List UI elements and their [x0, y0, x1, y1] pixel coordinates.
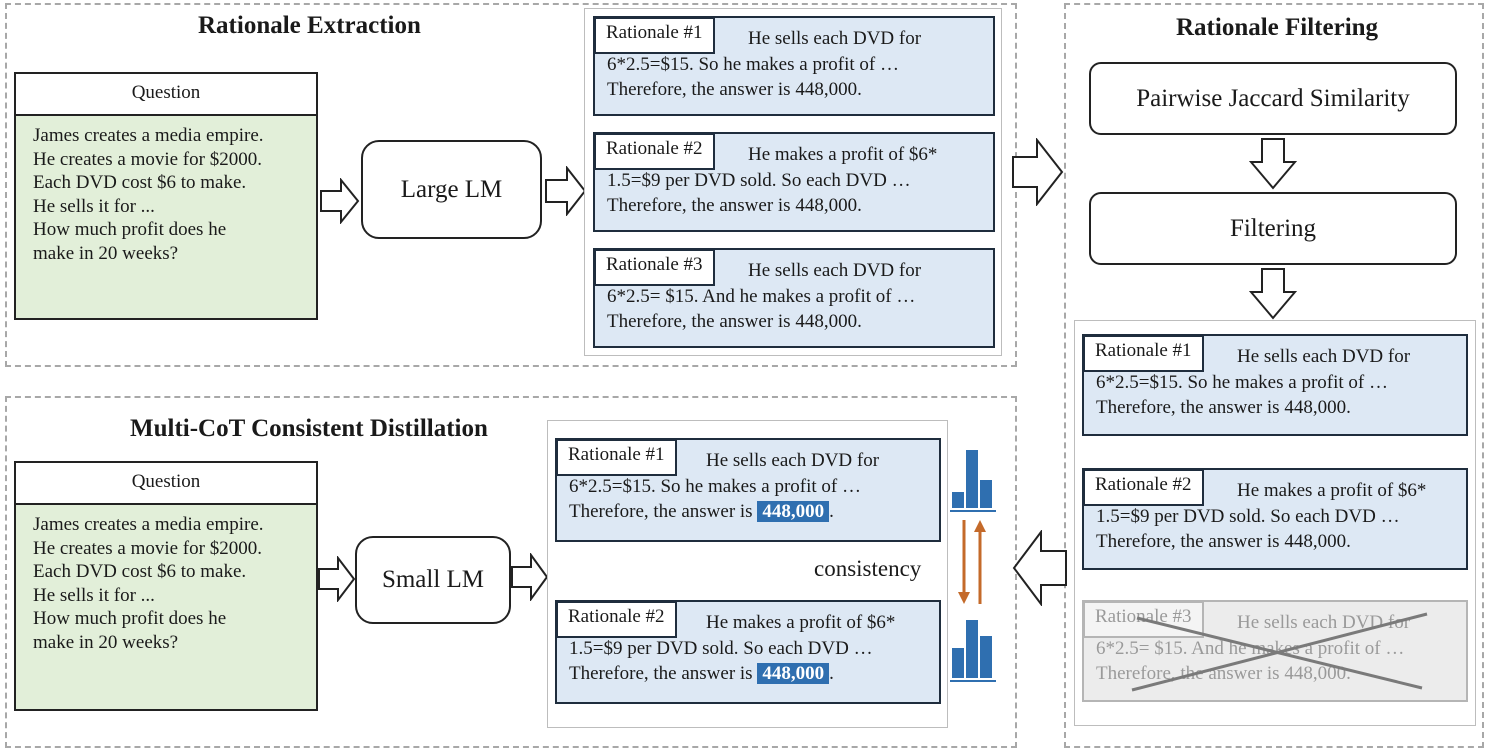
rationale-label: Rationale #1: [556, 439, 677, 476]
question-line: He creates a movie for $2000.: [33, 537, 262, 559]
rationale-line: 1.5=$9 per DVD sold. So each DVD …: [1096, 506, 1400, 527]
rationale-line: Therefore, the answer is 448,000.: [1096, 531, 1351, 552]
rationale-label: Rationale #2: [594, 133, 715, 170]
distribution-chart-icon: [950, 448, 1000, 514]
arrow-right-icon: [1012, 138, 1064, 206]
rationale-line: He sells each DVD for: [748, 260, 922, 281]
arrow-down-icon: [1249, 138, 1297, 190]
extraction-title: Rationale Extraction: [198, 12, 421, 39]
arrow-left-icon: [1012, 530, 1067, 606]
question-line: He sells it for ...: [33, 195, 155, 217]
rationale-line: 1.5=$9 per DVD sold. So each DVD …: [569, 638, 873, 659]
rationale-label: Rationale #1: [1083, 335, 1204, 372]
rationale-line: 6*2.5=$15. So he makes a profit of …: [607, 54, 899, 75]
rationale-line: 1.5=$9 per DVD sold. So each DVD …: [607, 170, 911, 191]
extracted-rationale-2: Rationale #2 He makes a profit of $6* 1.…: [593, 132, 995, 232]
answer-prefix: Therefore, the answer is: [569, 663, 758, 684]
rationale-filtering-section: [1064, 3, 1484, 748]
question-line: make in 20 weeks?: [33, 242, 179, 264]
arrow-right-icon: [318, 556, 356, 602]
distilled-rationale-1: Rationale #1 He sells each DVD for 6*2.5…: [555, 438, 941, 542]
rationale-line: He sells each DVD for: [1237, 346, 1411, 367]
rationale-label: Rationale #2: [556, 601, 677, 638]
consistency-arrows-icon: [958, 520, 986, 604]
question-line: He creates a movie for $2000.: [33, 148, 262, 170]
rationale-label: Rationale #2: [1083, 469, 1204, 506]
answer-suffix: .: [829, 663, 834, 684]
small-lm-box: Small LM: [355, 536, 511, 624]
extracted-rationale-3: Rationale #3 He sells each DVD for 6*2.5…: [593, 248, 995, 348]
rationale-answer-line: Therefore, the answer is 448,000.: [569, 501, 834, 523]
rationale-line: Therefore, the answer is 448,000.: [1096, 663, 1351, 684]
rationale-line: He sells each DVD for: [1237, 612, 1411, 633]
rationale-label: Rationale #1: [594, 17, 715, 54]
distribution-chart-icon: [950, 618, 1000, 684]
cross-out-icon: [1131, 612, 1428, 692]
jaccard-similarity-box: Pairwise Jaccard Similarity: [1089, 62, 1457, 135]
distribution-bar: [966, 450, 978, 508]
question-box-top: Question James creates a media empire. H…: [14, 72, 318, 320]
rationale-line: He makes a profit of $6*: [748, 144, 938, 165]
distillation-title: Multi-CoT Consistent Distillation: [130, 415, 488, 442]
answer-highlight: 448,000: [757, 501, 830, 522]
rationale-line: Therefore, the answer is 448,000.: [607, 195, 862, 216]
question-line: James creates a media empire.: [33, 514, 264, 535]
arrow-down-icon: [1249, 268, 1297, 320]
question-box-bottom: Question James creates a media empire. H…: [14, 461, 318, 711]
rationale-line: He makes a profit of $6*: [1237, 480, 1427, 501]
question-line: He sells it for ...: [33, 584, 155, 606]
question-line: make in 20 weeks?: [33, 631, 179, 653]
distilled-rationale-2: Rationale #2 He makes a profit of $6* 1.…: [555, 600, 941, 704]
question-text: James creates a media empire. He creates…: [33, 513, 264, 654]
rationale-label: Rationale #3: [1083, 601, 1204, 638]
answer-highlight: 448,000: [757, 663, 830, 684]
rationale-line: Therefore, the answer is 448,000.: [1096, 397, 1351, 418]
rationale-line: 6*2.5= $15. And he makes a profit of …: [1096, 638, 1405, 659]
distribution-bar: [966, 620, 978, 678]
distribution-baseline: [950, 510, 996, 512]
extracted-rationale-1: Rationale #1 He sells each DVD for 6*2.5…: [593, 16, 995, 116]
question-line: How much profit does he: [33, 608, 227, 629]
rationale-line: Therefore, the answer is 448,000.: [607, 79, 862, 100]
filtered-rationale-1: Rationale #1 He sells each DVD for 6*2.5…: [1082, 334, 1468, 436]
question-header: Question: [16, 463, 316, 505]
arrow-right-icon: [511, 553, 549, 601]
distribution-bar: [980, 480, 992, 508]
question-text: James creates a media empire. He creates…: [33, 124, 264, 265]
question-line: Each DVD cost $6 to make.: [33, 561, 247, 582]
rationale-line: He makes a profit of $6*: [706, 612, 896, 633]
distribution-bar: [952, 492, 964, 508]
rationale-line: Therefore, the answer is 448,000.: [607, 311, 862, 332]
arrow-right-icon: [320, 178, 360, 224]
filtering-box: Filtering: [1089, 192, 1457, 265]
rationale-answer-line: Therefore, the answer is 448,000.: [569, 663, 834, 685]
consistency-label: consistency: [814, 556, 922, 581]
arrow-right-icon: [545, 166, 587, 216]
rationale-label: Rationale #3: [594, 249, 715, 286]
filtering-title: Rationale Filtering: [1176, 14, 1379, 41]
distribution-baseline: [950, 680, 996, 682]
filtered-rationale-2: Rationale #2 He makes a profit of $6* 1.…: [1082, 468, 1468, 570]
rationale-line: 6*2.5= $15. And he makes a profit of …: [607, 286, 916, 307]
rationale-line: 6*2.5=$15. So he makes a profit of …: [1096, 372, 1388, 393]
rationale-line: He sells each DVD for: [706, 450, 880, 471]
distribution-bar: [980, 636, 992, 678]
rationale-line: He sells each DVD for: [748, 28, 922, 49]
answer-suffix: .: [829, 501, 834, 522]
question-line: How much profit does he: [33, 219, 227, 240]
question-line: James creates a media empire.: [33, 125, 264, 146]
rationale-line: 6*2.5=$15. So he makes a profit of …: [569, 476, 861, 497]
question-line: Each DVD cost $6 to make.: [33, 172, 247, 193]
answer-prefix: Therefore, the answer is: [569, 501, 758, 522]
large-lm-box: Large LM: [361, 140, 542, 239]
distribution-bar: [952, 648, 964, 678]
question-header: Question: [16, 74, 316, 116]
